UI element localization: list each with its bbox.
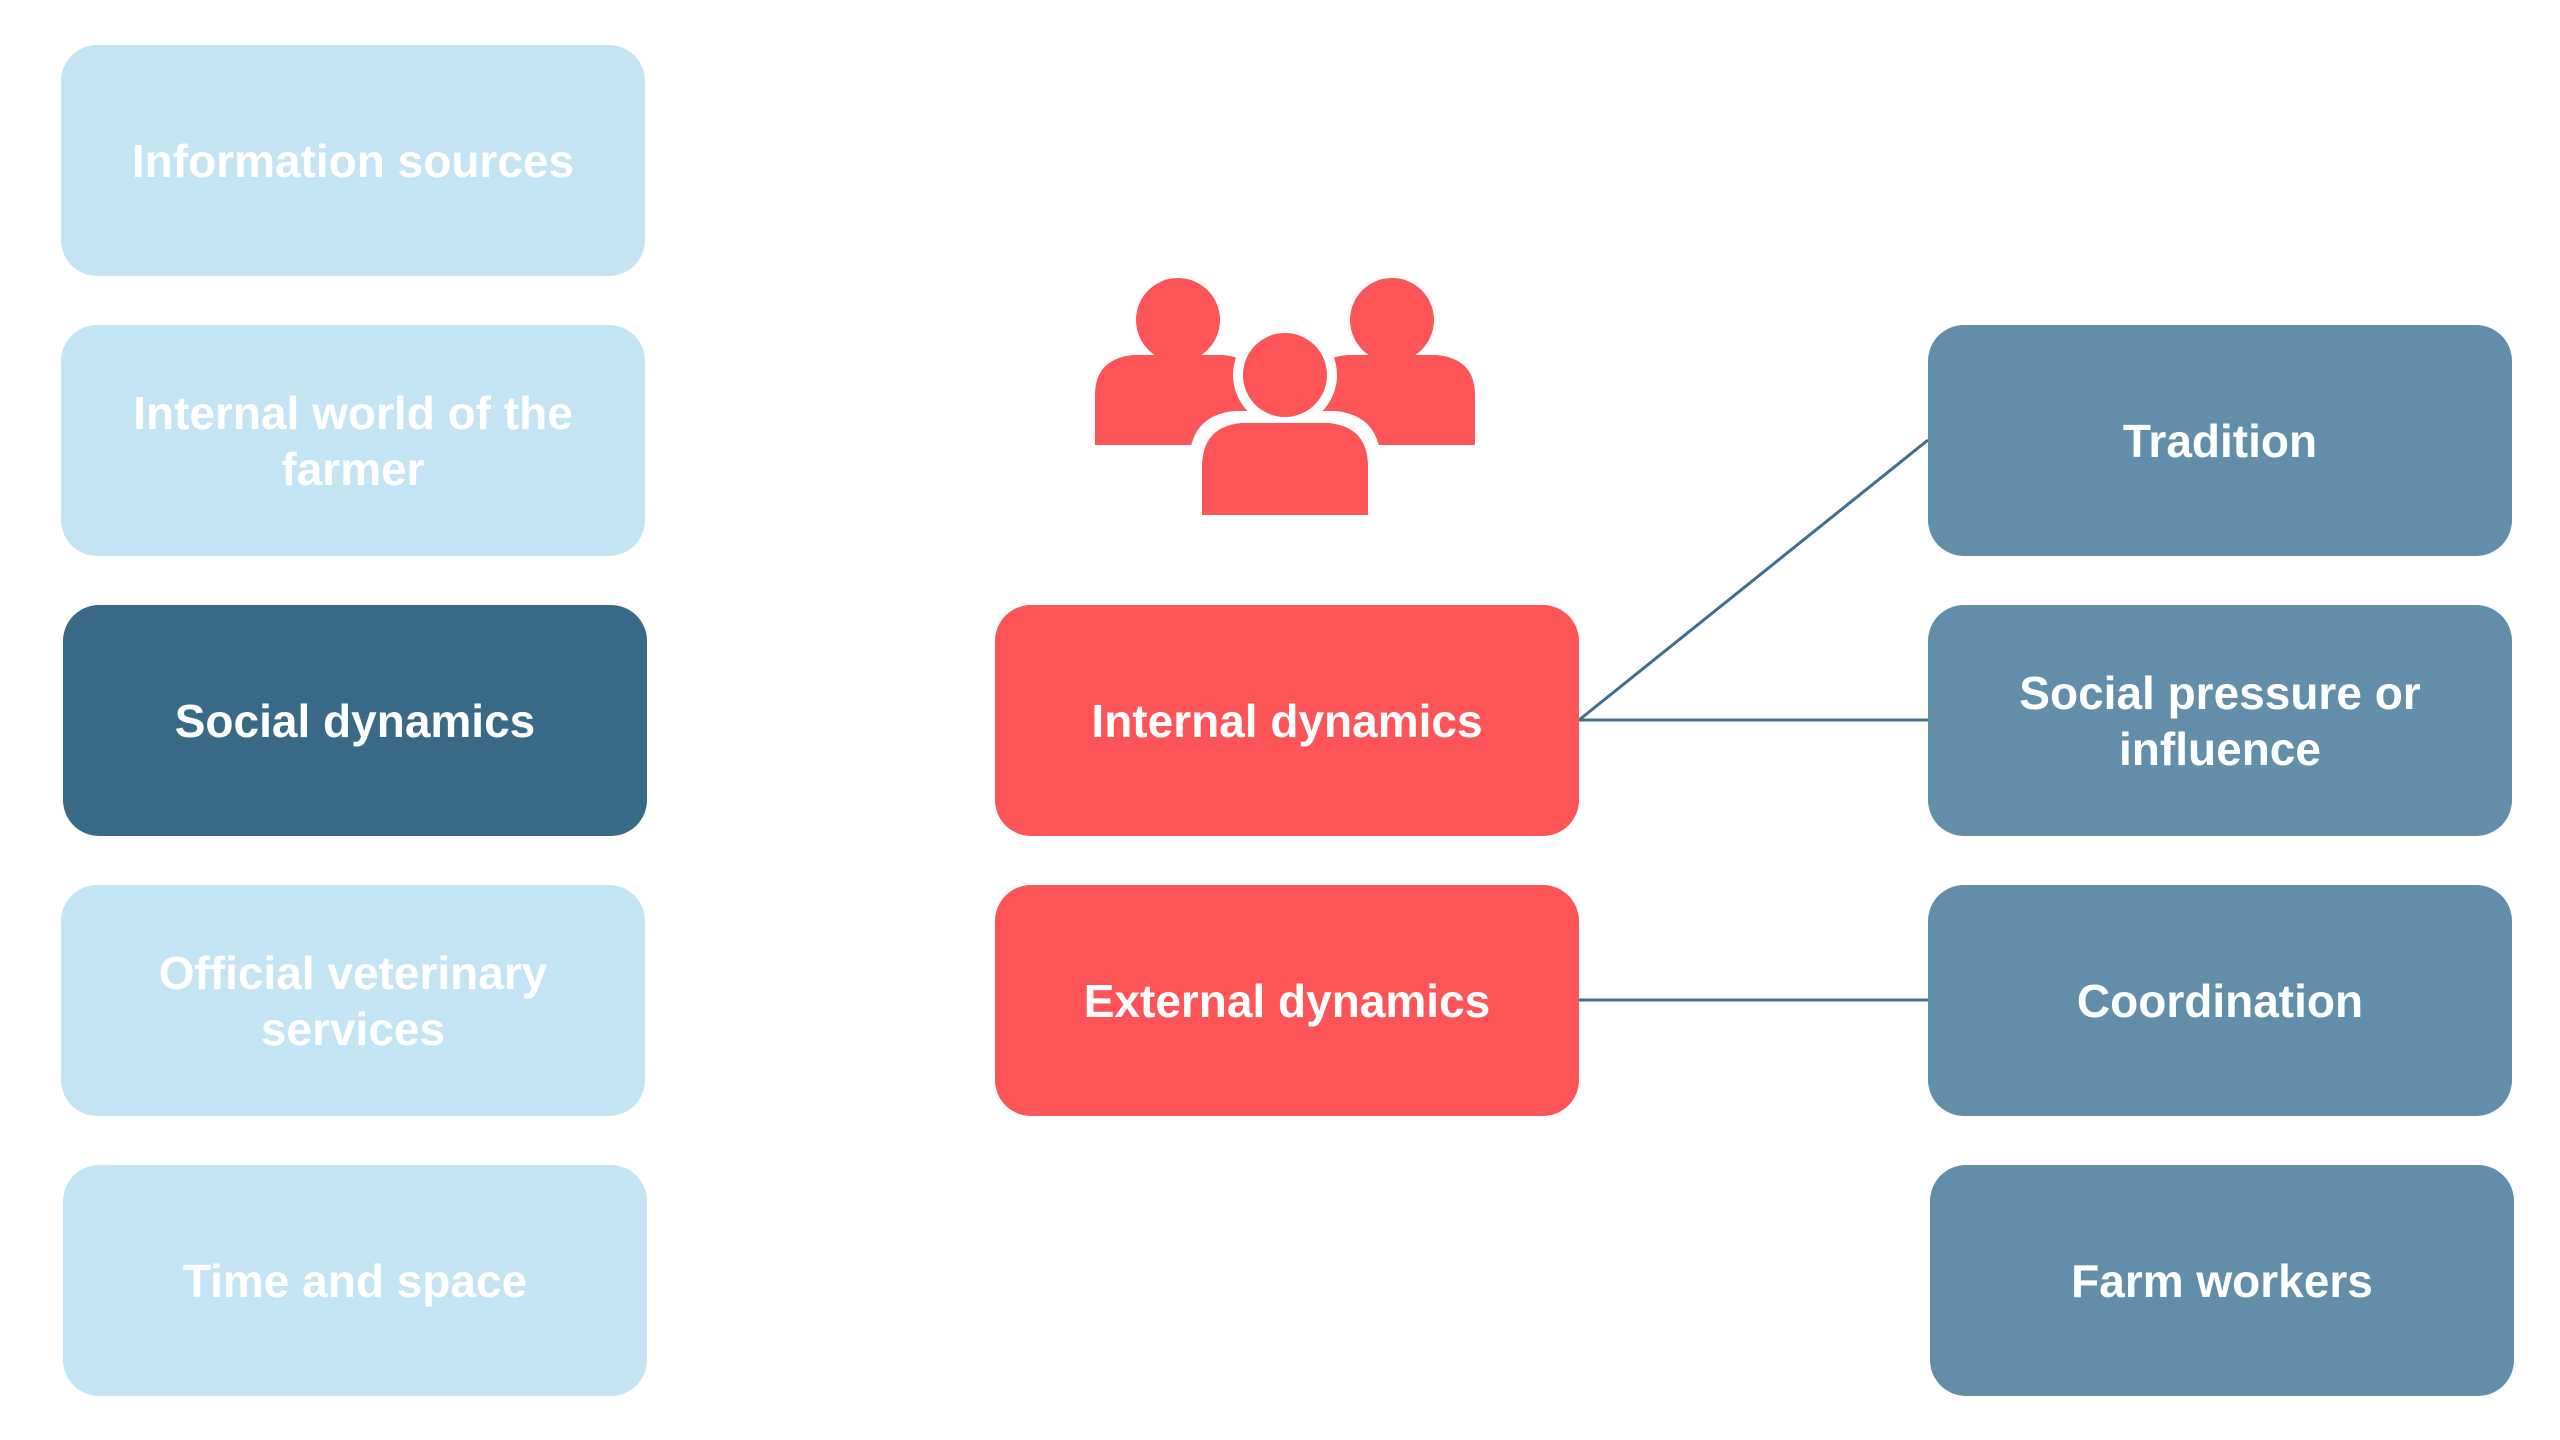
left-box-label: Official veterinary services <box>158 946 548 1055</box>
center-box-label: Internal dynamics <box>1091 694 1483 747</box>
left-box-label: Time and space <box>182 1254 528 1307</box>
right-box-coordination: Coordination <box>1928 885 2512 1116</box>
right-box-farm-workers: Farm workers <box>1930 1165 2514 1396</box>
center-box-internal-dynamics: Internal dynamics <box>995 605 1579 836</box>
left-box-time-and-space: Time and space <box>63 1165 647 1396</box>
center-box-external-dynamics: External dynamics <box>995 885 1579 1116</box>
left-box-label: Social dynamics <box>174 694 536 747</box>
right-box-social-pressure: Social pressure or influence <box>1928 605 2512 836</box>
right-box-label: Social pressure or influence <box>2019 666 2421 775</box>
left-box-official-veterinary-services: Official veterinary services <box>61 885 645 1116</box>
left-box-label: Information sources <box>131 134 575 187</box>
left-box-social-dynamics: Social dynamics <box>63 605 647 836</box>
left-box-information-sources: Information sources <box>61 45 645 276</box>
connector-internal-tradition <box>1578 438 1929 722</box>
right-box-label: Tradition <box>2122 414 2318 467</box>
left-box-label: Internal world of the farmer <box>133 386 573 495</box>
left-box-internal-world: Internal world of the farmer <box>61 325 645 556</box>
right-box-label: Farm workers <box>2071 1254 2373 1307</box>
center-box-label: External dynamics <box>1083 974 1491 1027</box>
right-box-tradition: Tradition <box>1928 325 2512 556</box>
people-group-icon <box>1095 278 1475 515</box>
right-box-label: Coordination <box>2076 974 2364 1027</box>
